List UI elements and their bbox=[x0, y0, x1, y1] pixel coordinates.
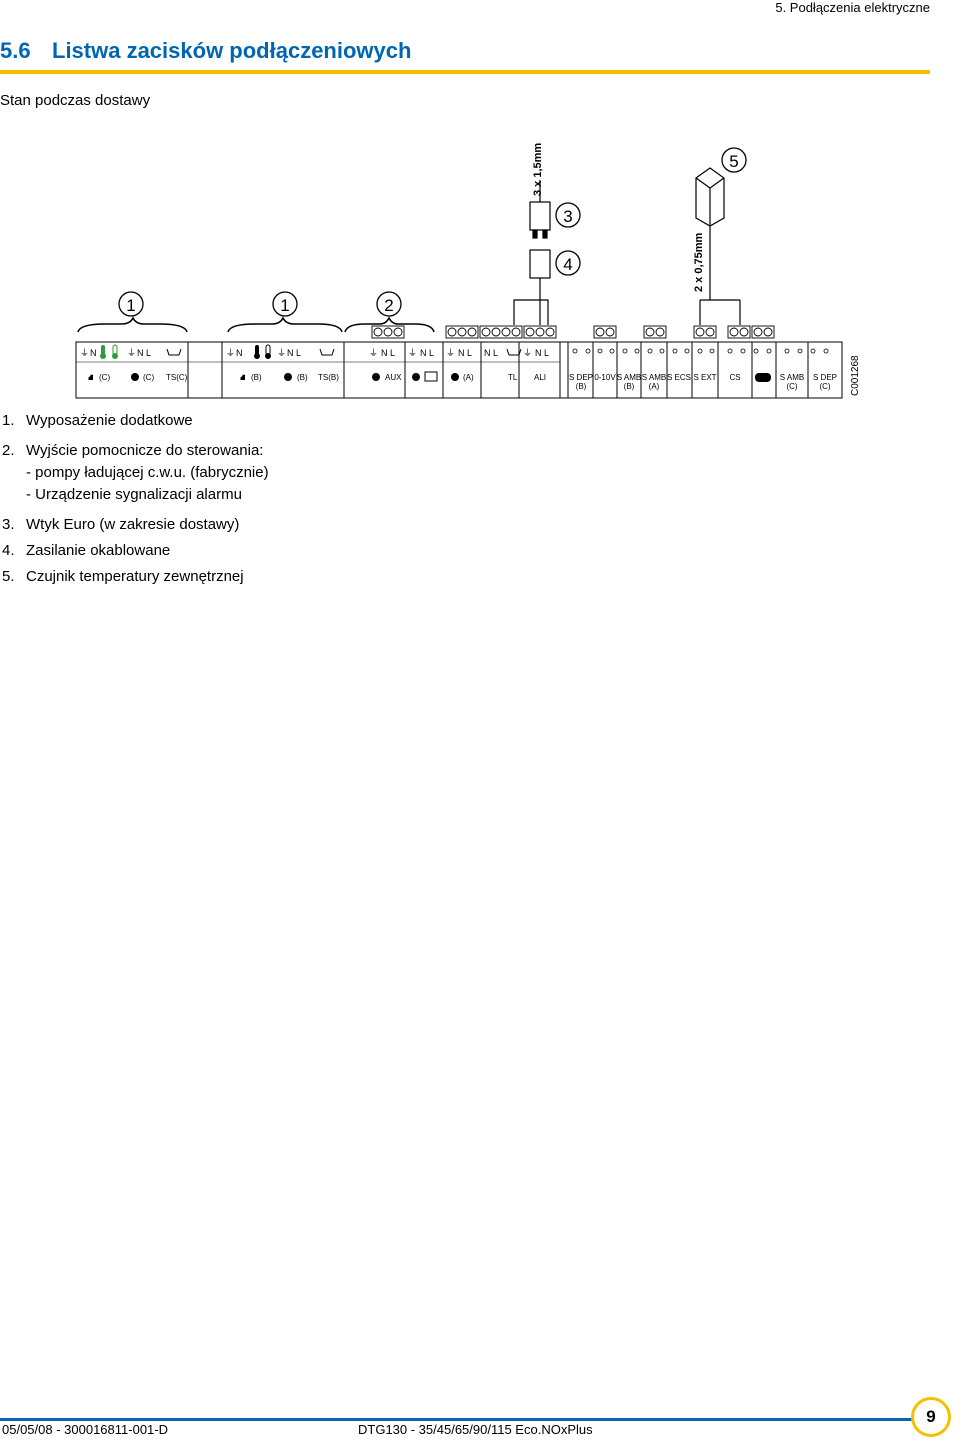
label-nl-3: N L bbox=[381, 348, 395, 358]
label-nl-4: N L bbox=[420, 348, 434, 358]
label-pump-c: (C) bbox=[143, 373, 154, 382]
valve-icon: ⛘ bbox=[240, 373, 246, 382]
thermostat-icons bbox=[100, 344, 271, 359]
pump-icon bbox=[131, 373, 139, 381]
legend-item-2-sub-1: - pompy ładującej c.w.u. (fabrycznie) bbox=[26, 464, 269, 481]
section-header: 5. Podłączenia elektryczne bbox=[775, 0, 930, 15]
earth-icon: ⏚ bbox=[446, 348, 455, 358]
legend-item-1: 1.Wyposażenie dodatkowe bbox=[2, 412, 193, 429]
svg-text:4: 4 bbox=[563, 255, 572, 274]
earth-icon: ⏚ bbox=[369, 348, 378, 358]
svg-text:(B): (B) bbox=[576, 382, 587, 391]
cable-label-3x15: 3 x 1,5mm bbox=[532, 143, 544, 196]
label-nl-6: N L bbox=[484, 348, 498, 358]
svg-text:(B): (B) bbox=[624, 382, 635, 391]
pump-icon bbox=[451, 373, 459, 381]
svg-text:S AMB: S AMB bbox=[642, 373, 666, 382]
power-supply-cable bbox=[513, 249, 551, 325]
label-nl-1: N L bbox=[137, 348, 151, 358]
svg-text:S ECS: S ECS bbox=[667, 373, 691, 382]
earth-icon: ⏚ bbox=[127, 348, 136, 358]
dhw-tank-icon bbox=[424, 371, 438, 382]
accessory-braces bbox=[77, 316, 435, 333]
earth-icon: ⏚ bbox=[277, 348, 286, 358]
svg-text:S AMB: S AMB bbox=[780, 373, 804, 382]
legend-item-2: 2.Wyjście pomocnicze do sterowania: bbox=[2, 442, 264, 459]
footer-model: DTG130 - 35/45/65/90/115 Eco.NOxPlus bbox=[358, 1422, 593, 1437]
terminal-strip-diagram: 1 1 2 3 4 5 3 x 1,5mm bbox=[75, 143, 861, 399]
terminal-strip bbox=[75, 341, 843, 399]
label-n-1: N bbox=[90, 348, 97, 358]
svg-text:(C): (C) bbox=[819, 382, 830, 391]
pump-icon bbox=[412, 373, 420, 381]
power-row-labels: ⏚ N ⏚ N L ⏚ N ⏚ N L ⏚ N L ⏚ N L ⏚ N L N … bbox=[80, 348, 549, 358]
legend-item-2-sub-2: - Urządzenie sygnalizacji alarmu bbox=[26, 486, 242, 503]
svg-text:S AMB: S AMB bbox=[617, 373, 641, 382]
earth-icon: ⏚ bbox=[80, 348, 89, 358]
label-aux: AUX bbox=[385, 373, 402, 382]
legend-item-5: 5.Czujnik temperatury zewnętrznej bbox=[2, 568, 244, 585]
remote-control-icon bbox=[755, 373, 771, 382]
legend: 1.Wyposażenie dodatkowe 2.Wyjście pomocn… bbox=[2, 410, 269, 588]
terminal-dividers bbox=[187, 342, 809, 398]
svg-text:3: 3 bbox=[563, 207, 572, 226]
svg-text:S DEP: S DEP bbox=[569, 373, 593, 382]
svg-text:CS: CS bbox=[729, 373, 740, 382]
label-tl: TL bbox=[508, 373, 518, 382]
footer-rule bbox=[0, 1418, 930, 1421]
bottom-row-labels: ⛘ (C) (C) TS(C) ⛘ (B) (B) TS(B) AUX (A) … bbox=[88, 371, 546, 382]
svg-text:S EXT: S EXT bbox=[693, 373, 716, 382]
figure-code: C001268 bbox=[850, 355, 861, 396]
heating-icons bbox=[166, 348, 522, 356]
svg-text:(A): (A) bbox=[649, 382, 660, 391]
callout-1b: 1 bbox=[272, 291, 298, 317]
subtitle: Stan podczas dostawy bbox=[0, 92, 151, 109]
callout-5: 5 bbox=[721, 147, 747, 173]
label-ts-c: TS(C) bbox=[166, 373, 188, 382]
pump-icon bbox=[372, 373, 380, 381]
label-ali: ALI bbox=[534, 373, 546, 382]
earth-icon: ⏚ bbox=[408, 348, 417, 358]
pump-icon bbox=[284, 373, 292, 381]
sensor-labels: S DEP (B) 0-10V S AMB (B) S AMB (A) S EC… bbox=[569, 373, 837, 391]
title-text: Listwa zacisków podłączeniowych bbox=[52, 38, 412, 63]
sensor-contact-dots bbox=[572, 348, 829, 354]
label-nl-5: N L bbox=[458, 348, 472, 358]
euro-plug-icon bbox=[529, 180, 551, 239]
legend-item-4: 4.Zasilanie okablowane bbox=[2, 542, 171, 559]
svg-text:1: 1 bbox=[280, 296, 289, 315]
label-ts-b: TS(B) bbox=[318, 373, 339, 382]
callout-1a: 1 bbox=[118, 291, 144, 317]
legend-item-3: 3.Wtyk Euro (w zakresie dostawy) bbox=[2, 516, 240, 533]
label-nl-7: N L bbox=[535, 348, 549, 358]
svg-text:5: 5 bbox=[729, 152, 738, 171]
label-n-2: N bbox=[236, 348, 243, 358]
label-pump-b: (B) bbox=[297, 373, 308, 382]
footer-doc-ref: 05/05/08 - 300016811-001-D bbox=[2, 1422, 168, 1437]
earth-icon: ⏚ bbox=[523, 348, 532, 358]
title-underline bbox=[0, 70, 930, 74]
valve-icon: ⛘ bbox=[88, 373, 94, 382]
svg-text:0-10V: 0-10V bbox=[594, 373, 616, 382]
label-valve-b: (B) bbox=[251, 373, 262, 382]
screw-terminals bbox=[371, 325, 775, 339]
label-pump-a: (A) bbox=[463, 373, 474, 382]
footer: 05/05/08 - 300016811-001-D DTG130 - 35/4… bbox=[0, 1418, 960, 1446]
callout-2: 2 bbox=[376, 291, 402, 317]
earth-icon: ⏚ bbox=[226, 348, 235, 358]
svg-text:S DEP: S DEP bbox=[813, 373, 837, 382]
callout-4: 4 bbox=[555, 250, 581, 276]
svg-text:1: 1 bbox=[126, 296, 135, 315]
title-number: 5.6 bbox=[0, 38, 31, 63]
label-nl-2: N L bbox=[287, 348, 301, 358]
label-valve-c: (C) bbox=[99, 373, 110, 382]
page-number: 9 bbox=[911, 1397, 951, 1437]
page-title: 5.6 Listwa zacisków podłączeniowych bbox=[0, 38, 411, 64]
outdoor-sensor-icon bbox=[695, 167, 741, 325]
svg-text:2: 2 bbox=[384, 296, 393, 315]
callout-3: 3 bbox=[555, 202, 581, 228]
cable-label-2x075: 2 x 0,75mm bbox=[693, 232, 705, 292]
svg-text:(C): (C) bbox=[786, 382, 797, 391]
